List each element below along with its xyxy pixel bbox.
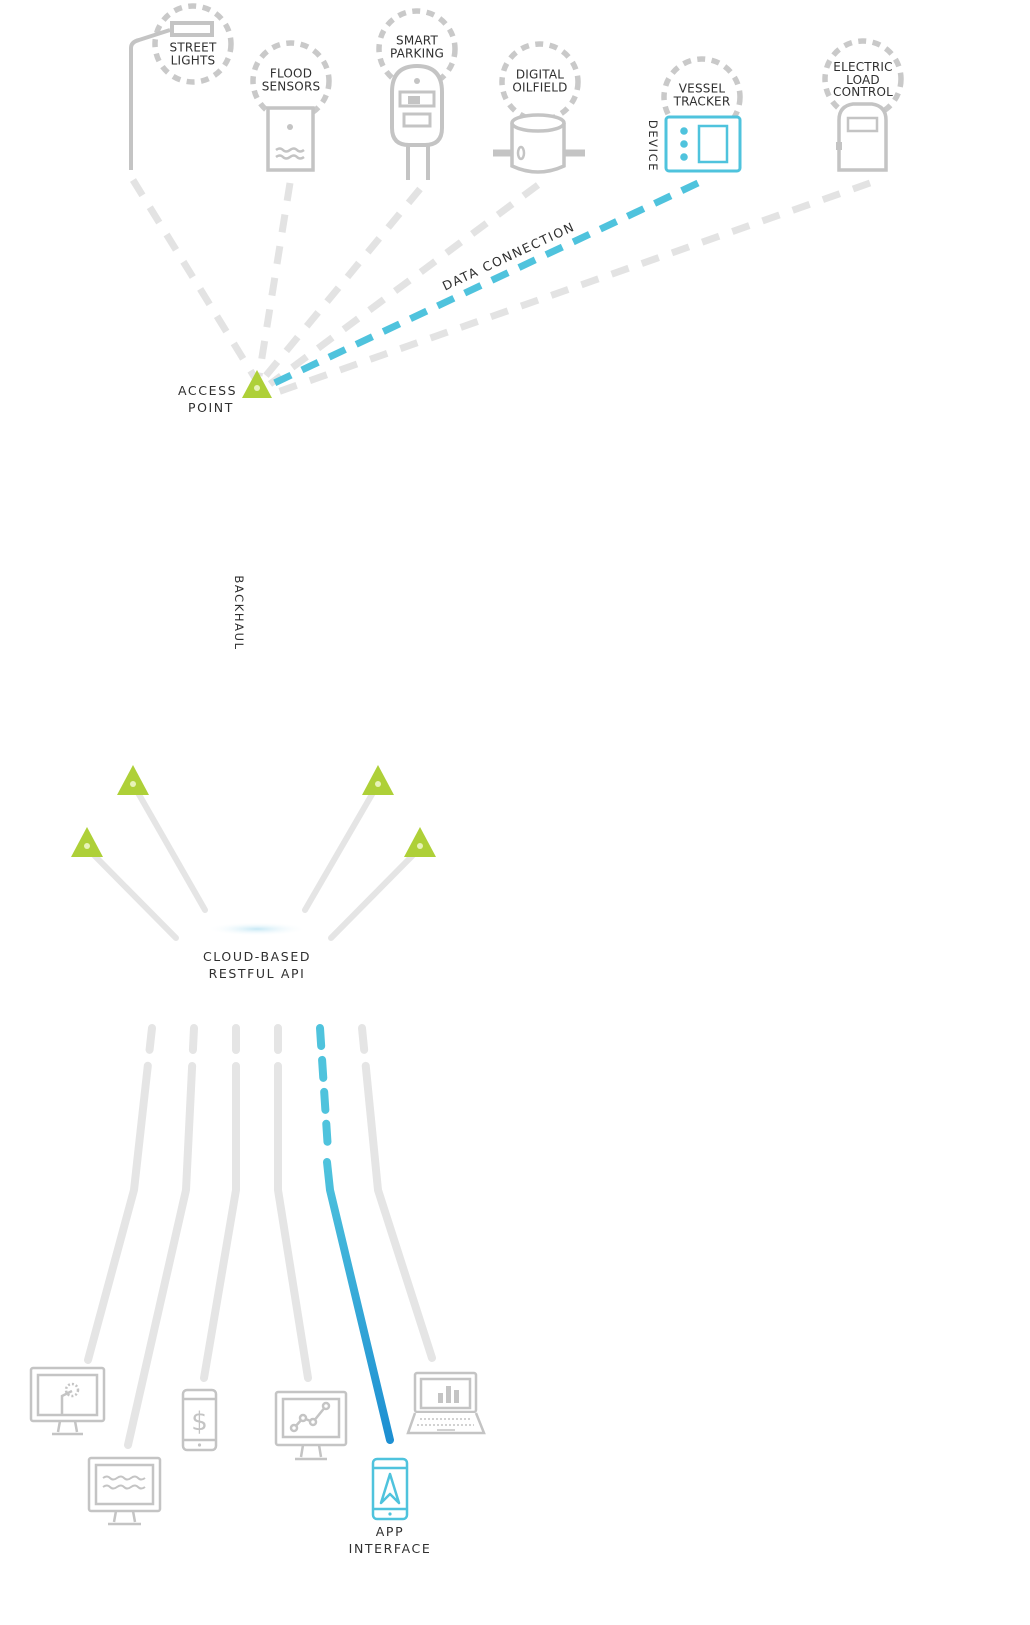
connection-phone-app-solid — [323, 1158, 394, 1444]
connection-phone-dollar — [200, 1024, 240, 1382]
connection-digital-oilfield — [267, 182, 541, 387]
access-point-icon — [71, 827, 103, 857]
connection-flood-sensors — [255, 182, 294, 377]
svg-text:$: $ — [191, 1407, 208, 1437]
secondary-access-points — [71, 765, 436, 857]
street-light-icon — [129, 21, 214, 170]
access-point-icon — [117, 765, 149, 795]
connection-monitor-chart — [274, 1024, 312, 1382]
laptop-bar-chart-icon — [406, 1371, 486, 1435]
monitor-line-chart-icon — [274, 1390, 348, 1461]
phone-dollar-icon: $ — [181, 1388, 218, 1452]
connection-laptop-chart — [358, 1024, 436, 1362]
cloud-glow — [207, 922, 307, 936]
device-connections — [130, 178, 872, 398]
connection-phone-app-dashed — [316, 1024, 332, 1154]
parking-meter-icon — [390, 63, 444, 180]
access-point-icon — [242, 370, 272, 398]
access-point-icon — [362, 765, 394, 795]
connection-smart-parking — [261, 186, 423, 381]
access-point-icon — [404, 827, 436, 857]
cloud-spokes — [84, 781, 423, 941]
connection-monitor-waves — [124, 1024, 198, 1449]
backhaul-label: BACKHAUL — [231, 575, 246, 651]
connection-street-lights — [130, 178, 258, 380]
connection-electric-load-control — [270, 179, 872, 398]
monitor-map-icon — [29, 1366, 106, 1436]
device-label: DEVICE — [645, 119, 660, 173]
oil-tank-icon — [493, 113, 585, 174]
phone-navigation-icon — [371, 1457, 409, 1521]
vessel-tracker-icon — [664, 115, 742, 173]
monitor-waves-icon — [87, 1456, 162, 1526]
connection-vessel-tracker — [266, 179, 700, 390]
connection-monitor-map — [84, 1024, 156, 1364]
endpoint-connections — [84, 1024, 436, 1449]
flood-sensor-icon — [266, 106, 315, 172]
electric-cabinet-icon — [836, 102, 888, 172]
